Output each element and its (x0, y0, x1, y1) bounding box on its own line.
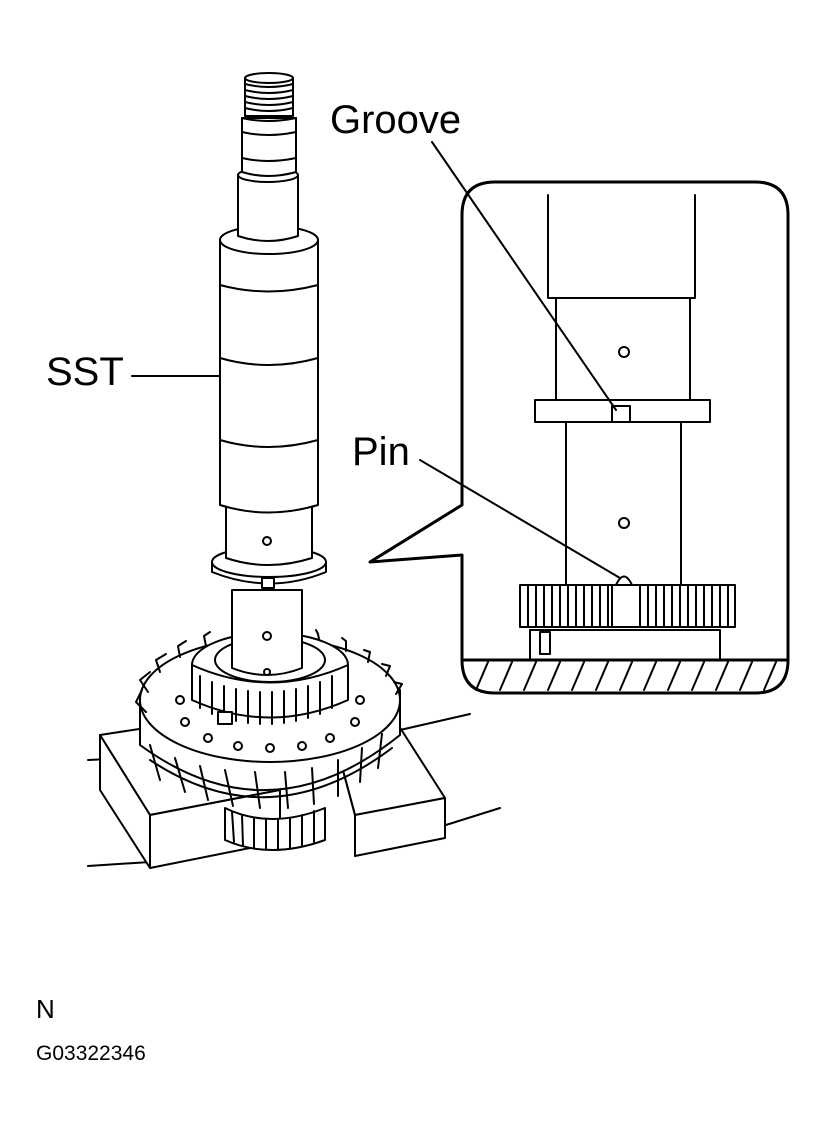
pin-label: Pin (352, 430, 410, 474)
leader-lines (131, 141, 621, 579)
view-code: N (36, 994, 55, 1024)
shaft (211, 72, 327, 676)
groove-leader (431, 141, 617, 411)
sst-label: SST (46, 350, 124, 394)
figure-id: G03322346 (36, 1042, 146, 1065)
detail-callout (368, 180, 790, 695)
pin-leader (419, 459, 621, 579)
groove-label: Groove (330, 98, 462, 142)
